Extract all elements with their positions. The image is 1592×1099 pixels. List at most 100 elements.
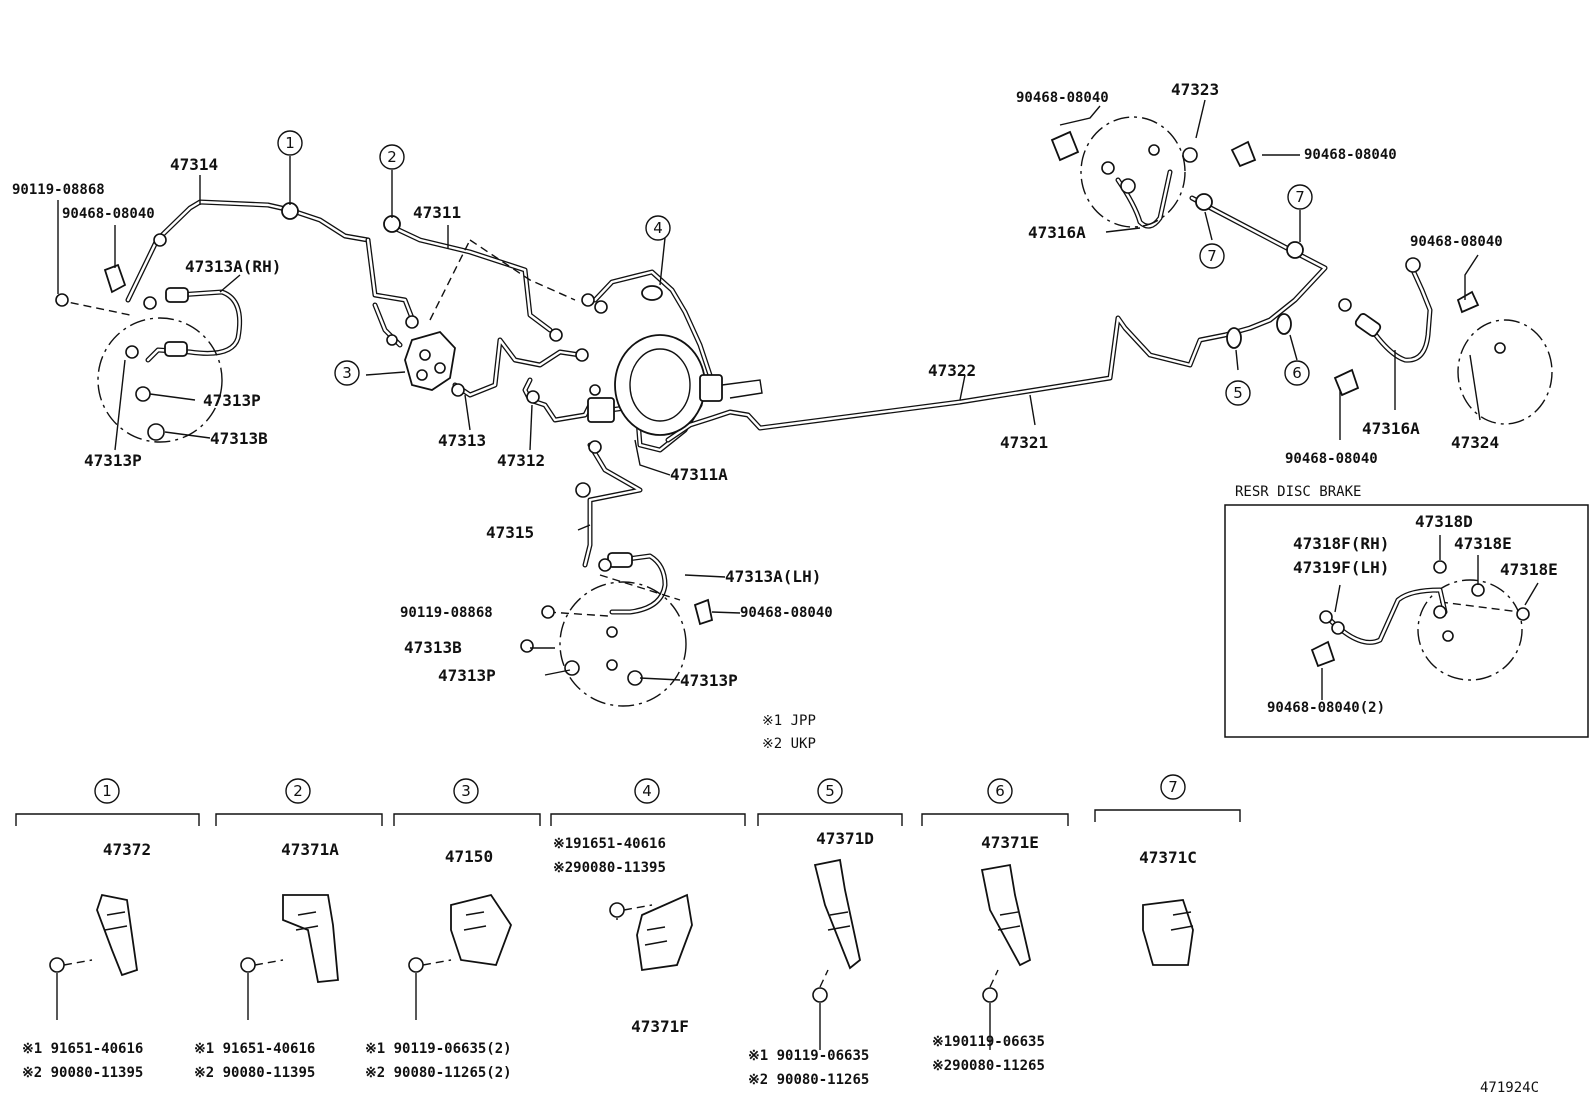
detail-bracket-line: [757, 813, 903, 826]
label-47319f-lh: 47319F(LH): [1293, 558, 1389, 577]
detail-bracket-line: [15, 813, 200, 826]
clip-90468-icons: [103, 130, 1480, 668]
label-90468-lh: 90468-08040: [740, 605, 833, 621]
callout-7-main-b: [1199, 243, 1225, 269]
callout-2-main: [379, 144, 405, 170]
detail-part-number: 47371D: [816, 829, 874, 848]
disc-brake-frame: [1224, 504, 1589, 738]
callout-5-main-num: 5: [1233, 384, 1243, 402]
detail-bracket-line: [393, 813, 541, 826]
label-47316a-rr: 47316A: [1362, 419, 1420, 438]
detail-bracket-drawing: [49, 893, 138, 1020]
detail-callout-number: 4: [642, 782, 652, 800]
detail-callout-number: 7: [1168, 778, 1178, 796]
label-47314: 47314: [170, 155, 218, 174]
detail-bracket-drawing: [240, 894, 339, 1020]
bolt-guide-line-lh: [547, 611, 609, 617]
label-47318e-b: 47318E: [1500, 560, 1558, 579]
detail-section-2: 2 47371A ※1 91651-40616 ※2 90080-11395: [194, 778, 383, 1081]
region-notes: ※1 JPP ※2 UKP: [762, 713, 816, 752]
detail-bracket-drawing: [980, 863, 1032, 1050]
detail-callout-number: 6: [995, 782, 1005, 800]
flex-hose-47316a-top: [1115, 169, 1173, 229]
callout-1-main: [277, 130, 303, 156]
detail-bracket-line: [550, 813, 746, 826]
detail-note-jpp: ※1 90119-06635: [748, 1048, 869, 1064]
label-47311a: 47311A: [670, 465, 728, 484]
component-guide-lines: [429, 239, 576, 321]
detail-part-number: 47372: [103, 840, 151, 859]
callout-7-main-a: [1287, 184, 1313, 210]
disc-brake-title: RESR DISC BRAKE: [1235, 484, 1361, 500]
brake-line-47311: [365, 222, 553, 348]
detail-bracket-drawing: [1142, 899, 1194, 966]
label-47324: 47324: [1451, 433, 1499, 452]
detail-note-ukp: ※2 90080-11395: [194, 1065, 315, 1081]
callout-4-main: [645, 215, 671, 241]
brake-line-47312: [522, 377, 593, 423]
label-90119-rh: 90119-08868: [12, 182, 105, 198]
label-47313p-lh-b: 47313P: [680, 671, 738, 690]
detail-bracket-line: [1094, 809, 1241, 822]
flare-nuts: [143, 144, 1506, 572]
detail-callout-circle: [987, 778, 1013, 804]
callout-6-main: [1284, 360, 1310, 386]
detail-callout-number: 2: [293, 782, 303, 800]
brake-line-to-master: [592, 269, 713, 378]
detail-note-jpp: ※190119-06635: [932, 1034, 1045, 1050]
main-part-labels: 47314 90119-08868 90468-08040 47313A(RH)…: [12, 80, 1503, 690]
label-90468-disc: 90468-08040(2): [1267, 700, 1385, 716]
detail-callout-circle: [453, 778, 479, 804]
label-47313b-rh: 47313B: [210, 429, 268, 448]
label-47313p-rh-a: 47313P: [203, 391, 261, 410]
detail-note-jpp: ※1 91651-40616: [22, 1041, 143, 1057]
label-90468-rr-bottom: 90468-08040: [1285, 451, 1378, 467]
callout-7-main-a-num: 7: [1295, 188, 1305, 206]
label-90468-rh: 90468-08040: [62, 206, 155, 222]
flex-hose-47316a-rr: [1354, 265, 1433, 363]
detail-callout-circle: [1160, 774, 1186, 800]
detail-part-number: 47371A: [281, 840, 339, 859]
detail-part-number: 47371C: [1139, 848, 1197, 867]
label-47321: 47321: [1000, 433, 1048, 452]
detail-section-7: 7 47371C: [1094, 774, 1241, 966]
detail-callout-circle: [285, 778, 311, 804]
callout-5-main: [1225, 380, 1251, 406]
label-47313a-lh: 47313A(LH): [725, 567, 821, 586]
label-90119-lh: 90119-08868: [400, 605, 493, 621]
detail-callout-circle: [817, 778, 843, 804]
detail-bracket-line: [215, 813, 383, 826]
detail-note-ukp: ※2 90080-11265(2): [365, 1065, 512, 1081]
label-47313a-rh: 47313A(RH): [185, 257, 281, 276]
leader-lines: [57, 99, 1481, 681]
front-right-brake-line-47314: [125, 199, 371, 303]
callout-3-main-num: 3: [342, 364, 352, 382]
detail-callout-number: 1: [102, 782, 112, 800]
detail-callout-number: 5: [825, 782, 835, 800]
disc-guide-line: [1439, 601, 1521, 613]
label-47323: 47323: [1171, 80, 1219, 99]
detail-bracket-drawing: [609, 893, 693, 972]
label-90468-top-left: 90468-08040: [1016, 90, 1109, 106]
label-47313p-lh-a: 47313P: [438, 666, 496, 685]
pipe-clips: [281, 193, 1304, 349]
detail-part-number: 47150: [445, 847, 493, 866]
rear-right-drum-outline: [1457, 319, 1553, 425]
label-47318e-a: 47318E: [1454, 534, 1512, 553]
label-47315: 47315: [486, 523, 534, 542]
rear-left-drum-outline: [1080, 116, 1186, 228]
front-right-drum-outline: [97, 317, 223, 443]
detail-bracket-line: [921, 813, 1069, 826]
detail-note-jpp: ※1 91651-40616: [194, 1041, 315, 1057]
label-47313b-lh: 47313B: [404, 638, 462, 657]
rear-brake-line-47322-47321: [665, 195, 1328, 443]
brake-line-47315: [582, 442, 643, 568]
flex-hose-47313a-rh: [145, 287, 243, 363]
callout-4-main-num: 4: [653, 219, 663, 237]
